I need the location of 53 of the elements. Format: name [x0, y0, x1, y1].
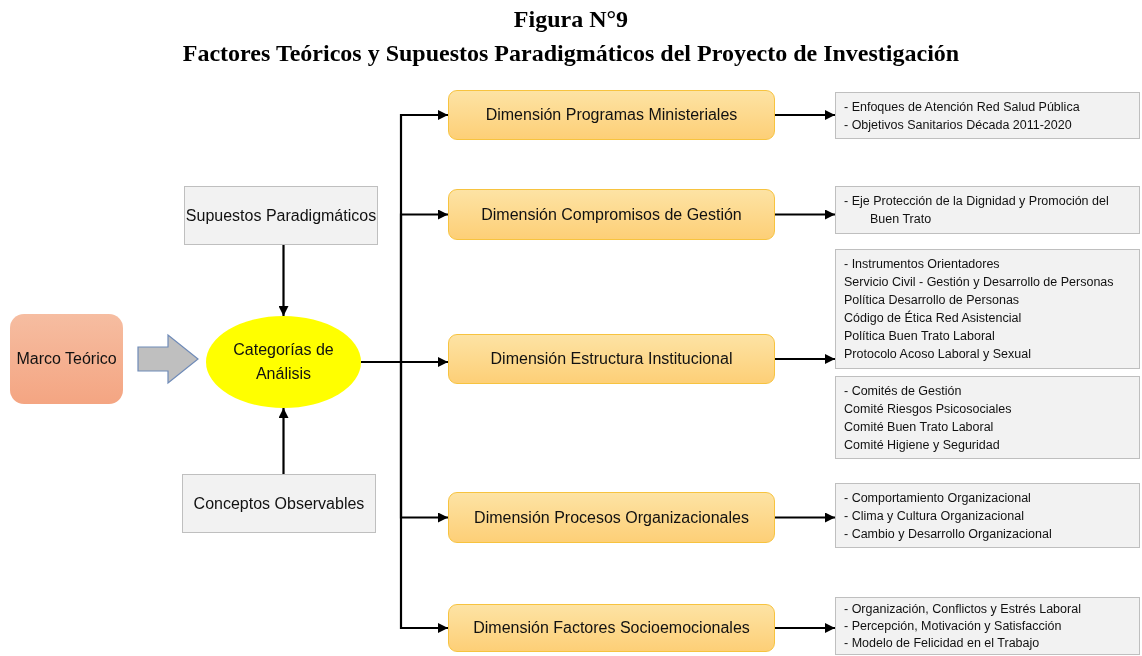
- list-item: - Comportamiento Organizacional: [844, 489, 1032, 507]
- dimension-box: [448, 334, 775, 384]
- list-box: [835, 597, 1140, 655]
- list-box: [835, 186, 1140, 234]
- list-item: - Percepción, Motivación y Satisfacción: [844, 617, 1063, 635]
- list-item: - Objetivos Sanitarios Década 2011-2020: [844, 116, 1073, 134]
- list-box: [835, 92, 1140, 139]
- list-item: - Cambio y Desarrollo Organizacional: [844, 525, 1053, 543]
- list-item: Política Desarrollo de Personas: [844, 292, 1021, 309]
- figure-caption: Factores Teóricos y Supuestos Paradigmáticos del Proyecto de Investigación: [181, 40, 961, 67]
- arrow: [775, 623, 835, 633]
- block-arrow: [137, 333, 199, 385]
- list-box: [835, 249, 1140, 369]
- arrow: [775, 512, 835, 523]
- list-item: - Enfoques de Atención Red Salud Pública: [844, 98, 1081, 116]
- node-label: Supuestos Paradigmáticos: [185, 205, 377, 226]
- list-item: - Instrumentos Orientadores: [844, 256, 1001, 273]
- list-item: Comité Higiene y Seguridad: [844, 436, 1001, 454]
- node-label: Dimensión Programas Ministeriales: [485, 106, 738, 124]
- node-label: Categorías de Análisis: [232, 340, 335, 384]
- dimension-box: [448, 604, 775, 652]
- text-box: [182, 474, 376, 533]
- list-item: Servicio Civil - Gestión y Desarrollo de Personas: [844, 274, 1115, 291]
- list-item: Código de Ética Red Asistencial: [844, 309, 1023, 327]
- arrow: [278, 408, 289, 474]
- node-label: Marco Teórico: [16, 349, 117, 369]
- list-item: - Clima y Cultura Organizacional: [844, 507, 1025, 525]
- node-label: Dimensión Compromisos de Gestión: [481, 205, 742, 224]
- text-box: [184, 186, 378, 245]
- node-label: Dimensión Factores Socioemocionales: [473, 619, 750, 637]
- list-box: [835, 483, 1140, 548]
- figure-title: Figura N°9: [512, 6, 630, 33]
- list-item: Protocolo Acoso Laboral y Sexual: [844, 346, 1032, 363]
- arrow: [278, 245, 289, 316]
- list-item: - Organización, Conflictos y Estrés Laboral: [844, 600, 1082, 618]
- dimension-box: [448, 492, 775, 543]
- node-label: Conceptos Observables: [193, 493, 365, 514]
- list-box: [835, 376, 1140, 459]
- arrow: [361, 360, 448, 633]
- list-item: Comité Riesgos Psicosociales: [844, 400, 1013, 418]
- list-item: - Modelo de Felicidad en el Trabajo: [844, 634, 1041, 652]
- arrow: [775, 354, 835, 364]
- list-item: Comité Buen Trato Laboral: [844, 418, 995, 436]
- dimension-box: [448, 90, 775, 140]
- dimension-box: [448, 189, 775, 240]
- list-item: - Comités de Gestión: [844, 382, 963, 400]
- list-item: - Eje Protección de la Dignidad y Promoción del Buen Trato: [844, 193, 1110, 228]
- node-label: Dimensión Estructura Institucional: [490, 350, 733, 368]
- list-item: Política Buen Trato Laboral: [844, 328, 996, 345]
- node-label: Dimensión Procesos Organizacionales: [474, 508, 749, 527]
- arrow: [775, 209, 835, 220]
- arrow: [775, 110, 835, 120]
- rounded-box: [10, 314, 123, 404]
